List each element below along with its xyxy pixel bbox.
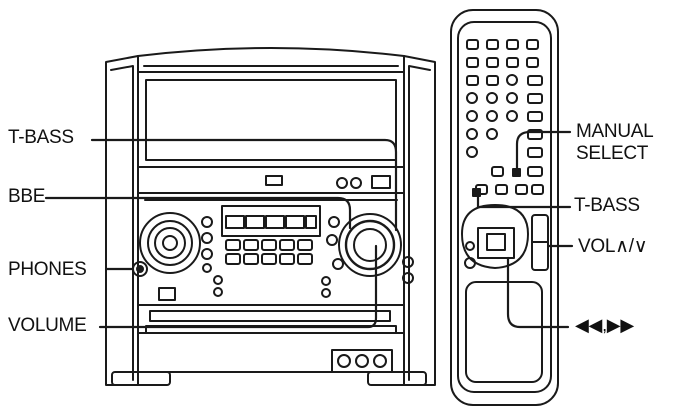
label-t-bass-main: T-BASS [8,127,74,148]
label-vol: VOL∧/∨ [578,236,648,257]
label-skip: ◀◀,▶▶ [575,315,634,335]
label-manual-select: MANUAL SELECT [576,121,654,165]
label-manual: MANUAL [576,121,654,142]
stereo-unit [105,47,436,386]
label-bbe: BBE [8,186,46,207]
label-select: SELECT [576,143,649,164]
label-t-bass-remote: T-BASS [574,195,640,216]
label-phones: PHONES [8,259,87,280]
label-volume: VOLUME [8,315,87,336]
leader-lines [44,130,574,329]
